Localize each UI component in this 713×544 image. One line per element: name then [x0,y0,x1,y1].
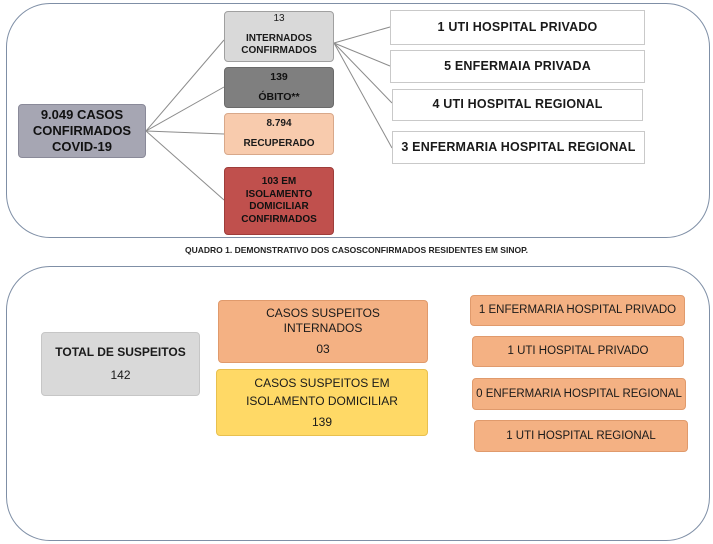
total-suspeitos-box: TOTAL DE SUSPEITOS 142 [41,332,200,396]
hospital-box-4: 3 ENFERMARIA HOSPITAL REGIONAL [392,131,645,164]
susp-hospital-1-label: 1 ENFERMARIA HOSPITAL PRIVADO [478,304,677,317]
hospital-box-1: 1 UTI HOSPITAL PRIVADO [390,10,645,45]
internados-confirmados-box: 13 INTERNADOS CONFIRMADOS [224,11,334,62]
internados-count: 13 [273,13,285,24]
root-line2: CONFIRMADOS [32,122,132,138]
connector-root-internados [145,39,225,132]
isolamento-confirmados-box: 103 EM ISOLAMENTO DOMICILIAR CONFIRMADOS [224,167,334,235]
root-line1: 9.049 CASOS [40,106,124,122]
susp-hospital-2-label: 1 UTI HOSPITAL PRIVADO [507,345,649,358]
hospital-2-label: 5 ENFERMAIA PRIVADA [444,58,591,73]
susp-internados-line1: CASOS SUSPEITOS [266,306,380,320]
susp-hospital-box-4: 1 UTI HOSPITAL REGIONAL [474,420,688,452]
suspeitos-internados-box: CASOS SUSPEITOS INTERNADOS 03 [218,300,428,363]
obito-count: 139 [270,71,288,84]
hospital-box-3: 4 UTI HOSPITAL REGIONAL [392,89,643,121]
recuperado-box: 8.794 RECUPERADO [224,113,334,155]
susp-isolamento-line2: ISOLAMENTO DOMICILIAR [246,393,398,408]
figure-caption: QUADRO 1. DEMONSTRATIVO DOS CASOSCONFIRM… [184,245,529,255]
susp-hospital-3-label: 0 ENFERMARIA HOSPITAL REGIONAL [476,387,682,400]
hospital-4-label: 3 ENFERMARIA HOSPITAL REGIONAL [401,139,636,154]
susp-internados-count: 03 [316,342,330,356]
suspeitos-isolamento-box: CASOS SUSPEITOS EM ISOLAMENTO DOMICILIAR… [216,369,428,436]
connector-root-isolamento [145,130,225,201]
obito-box: 139 ÓBITO** [224,67,334,108]
susp-hospital-box-1: 1 ENFERMARIA HOSPITAL PRIVADO [470,295,685,326]
susp-hospital-box-3: 0 ENFERMARIA HOSPITAL REGIONAL [472,378,686,410]
connector-internados-h4 [333,42,393,149]
isolamento-line3: DOMICILIAR [249,201,309,212]
connector-internados-h3 [333,42,393,104]
root-line3: COVID-19 [52,139,112,155]
connector-internados-h1 [333,26,391,44]
total-suspeitos-count: 142 [110,368,131,382]
internados-label1: INTERNADOS [245,32,313,44]
hospital-1-label: 1 UTI HOSPITAL PRIVADO [437,19,598,34]
susp-isolamento-line1: CASOS SUSPEITOS EM [254,375,390,390]
connector-root-obito [145,86,225,132]
connector-internados-h2 [333,42,391,67]
hospital-3-label: 4 UTI HOSPITAL REGIONAL [432,97,603,112]
isolamento-line4: CONFIRMADOS [241,213,317,225]
hospital-box-2: 5 ENFERMAIA PRIVADA [390,50,645,83]
susp-hospital-box-2: 1 UTI HOSPITAL PRIVADO [472,336,684,367]
isolamento-line2: ISOLAMENTO [245,188,313,200]
isolamento-line1: 103 EM [261,176,297,187]
recuperado-count: 8.794 [266,117,292,129]
connector-root-recuperado [145,130,225,135]
total-suspeitos-label: TOTAL DE SUSPEITOS [55,345,186,359]
recuperado-label: RECUPERADO [243,138,315,149]
internados-label2: CONFIRMADOS [241,45,317,56]
susp-isolamento-count: 139 [311,414,333,429]
susp-hospital-4-label: 1 UTI HOSPITAL REGIONAL [506,429,656,442]
confirmed-cases-root: 9.049 CASOS CONFIRMADOS COVID-19 [18,104,146,158]
obito-label: ÓBITO** [258,90,300,103]
susp-internados-line2: INTERNADOS [283,321,363,335]
